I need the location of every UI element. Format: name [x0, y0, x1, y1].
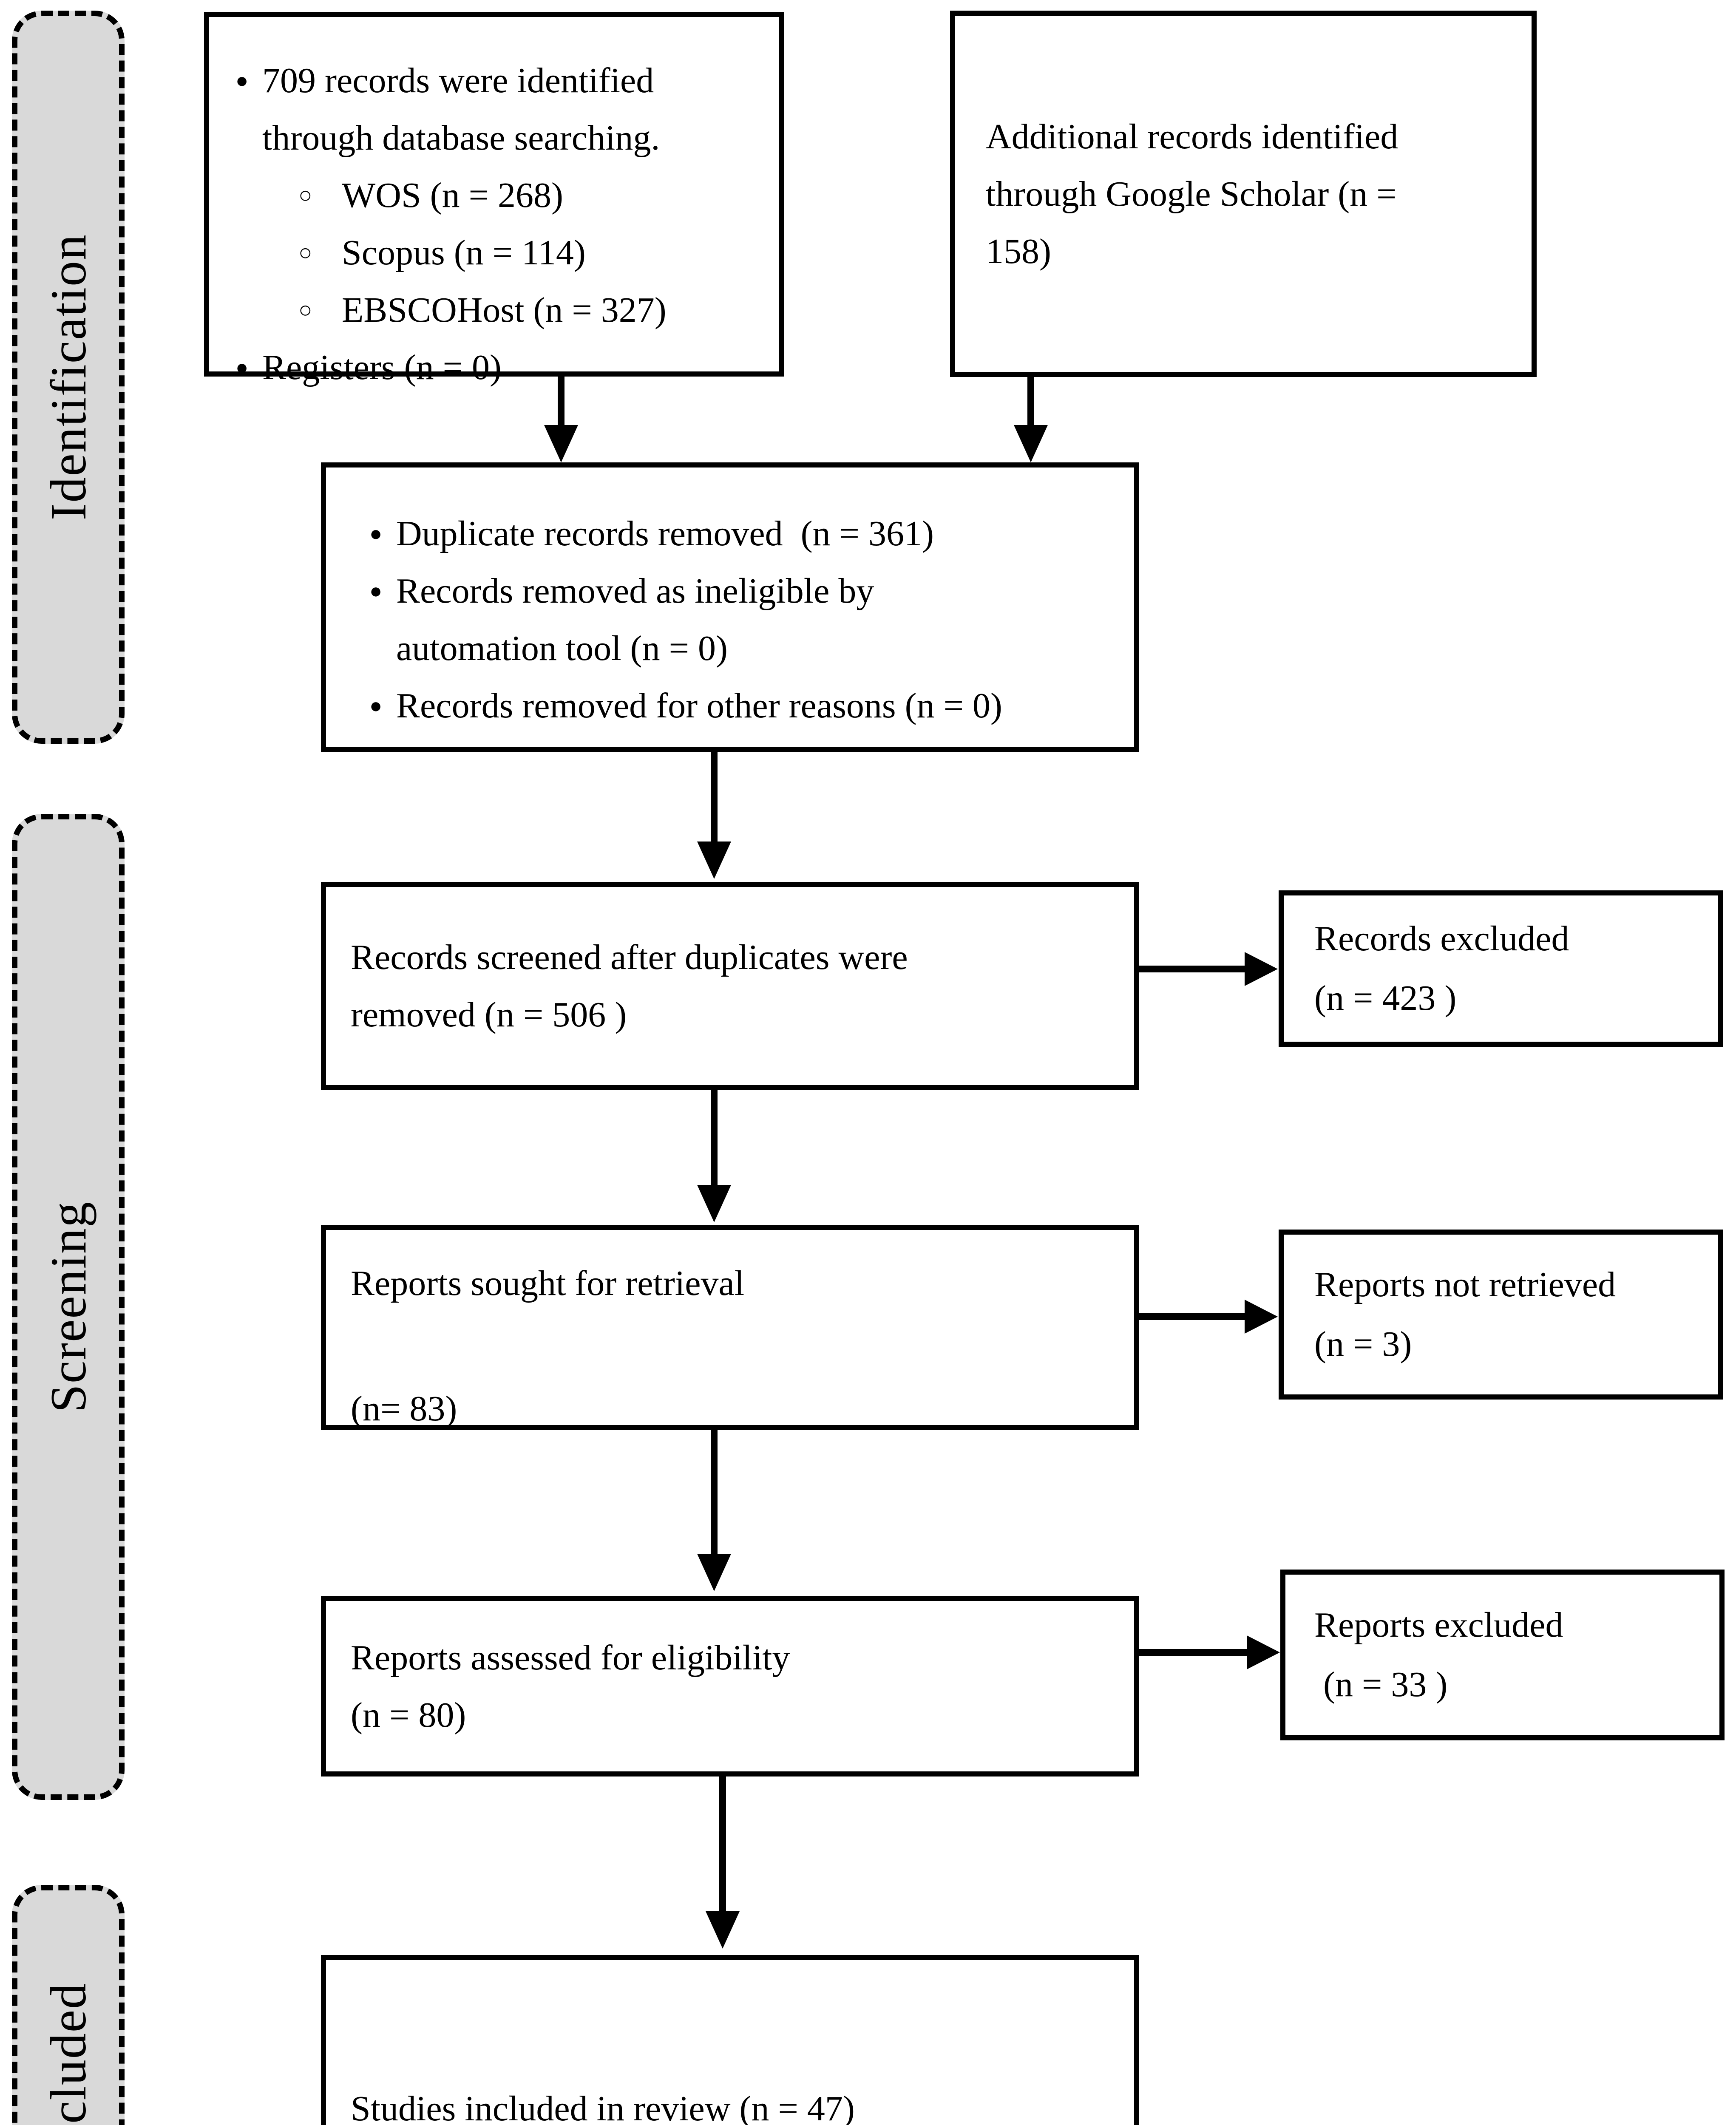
box-text-line: Studies included in review (n = 47) [351, 2088, 855, 2125]
circle-bullet-icon: ○ [298, 297, 312, 323]
arrow-right-icon [1247, 1635, 1280, 1669]
bullet-icon: ● [369, 579, 383, 603]
arrow-identified-to-dedup-shaft [558, 377, 564, 427]
arrow-assessed-to-excluded-shaft [1138, 1649, 1248, 1656]
circle-bullet-icon: ○ [298, 182, 312, 208]
box-google-scholar: Additional records identified through Go… [950, 11, 1537, 377]
bullet-icon: ● [369, 521, 383, 545]
box-records-identified: ● 709 records were identified through da… [204, 12, 784, 387]
bullet-text-line: 709 records were identified [262, 61, 654, 100]
box-text-line: (n = 33 ) [1314, 1665, 1448, 1704]
arrow-sought-to-assessed-shaft [711, 1429, 718, 1555]
sub-bullet-text: Scopus (n = 114) [342, 233, 586, 272]
box-reports-excluded: Reports excluded (n = 33 ) [1280, 1570, 1725, 1740]
box-text-line: through Google Scholar (n = [986, 174, 1397, 214]
sub-bullet-item-ebscohost: ○ EBSCOHost (n = 327) [294, 281, 779, 339]
box-text-line: (n = 423 ) [1314, 978, 1457, 1018]
bullet-text: 709 records were identified through data… [262, 52, 660, 167]
box-text-line: (n = 80) [351, 1695, 466, 1735]
arrow-right-icon [1245, 1300, 1278, 1334]
arrow-google-to-dedup-shaft [1027, 377, 1034, 427]
arrow-screened-to-excluded-shaft [1138, 966, 1245, 972]
bullet-text-line: Records removed as ineligible by [396, 571, 874, 611]
bullet-item-database-searching: ● 709 records were identified through da… [209, 52, 779, 167]
bullet-item-registers: ● Registers (n = 0) [209, 339, 779, 396]
box-reports-assessed: Reports assessed for eligibility (n = 80… [321, 1596, 1139, 1776]
box-text-line: Records screened after duplicates were [351, 938, 908, 977]
arrow-down-icon [544, 425, 578, 462]
box-studies-included: Studies included in review (n = 47) [321, 1955, 1139, 2125]
bullet-text: Records removed for other reasons (n = 0… [396, 686, 1002, 725]
bullet-text: Duplicate records removed (n = 361) [396, 514, 934, 553]
sub-bullet-item-wos: ○ WOS (n = 268) [294, 167, 779, 224]
box-text-line: Reports sought for retrieval [351, 1264, 745, 1303]
box-reports-not-retrieved: Reports not retrieved (n = 3) [1279, 1230, 1723, 1400]
arrow-down-icon [1014, 425, 1048, 462]
stage-screening-label: Screening [40, 1201, 96, 1413]
box-text-line: (n = 3) [1314, 1324, 1412, 1364]
box-text-line: Additional records identified [986, 116, 1398, 156]
arrow-screened-to-sought-shaft [711, 1089, 718, 1186]
box-text-line: Records excluded [1314, 919, 1569, 958]
box-text-line: Reports assessed for eligibility [351, 1638, 790, 1677]
bullet-text: Records removed as ineligible by automat… [396, 562, 874, 677]
bullet-item-automation: ● Records removed as ineligible by autom… [343, 562, 1134, 677]
box-text-line: 158) [986, 231, 1051, 271]
box-records-excluded: Records excluded (n = 423 ) [1279, 890, 1723, 1047]
bullet-icon: ● [369, 694, 383, 717]
bullet-text-line: automation tool (n = 0) [396, 629, 728, 668]
arrow-down-icon [697, 1185, 731, 1222]
arrow-down-icon [697, 1554, 731, 1591]
box-text-line: Reports excluded [1314, 1605, 1563, 1645]
stage-screening: Screening [12, 814, 125, 1800]
stage-included: Included [12, 1885, 125, 2125]
bullet-text: Registers (n = 0) [262, 348, 502, 387]
arrow-dedup-to-screened-shaft [711, 751, 718, 843]
arrow-down-icon [706, 1911, 740, 1949]
stage-included-label: Included [40, 1982, 96, 2125]
box-reports-sought: Reports sought for retrieval (n= 83) [321, 1225, 1139, 1430]
box-duplicates-removed: ● Duplicate records removed (n = 361) ● … [321, 462, 1139, 752]
box-text-line: Reports not retrieved [1314, 1265, 1616, 1304]
arrow-assessed-to-included-shaft [719, 1776, 726, 1912]
bullet-item-duplicates: ● Duplicate records removed (n = 361) [343, 505, 1134, 562]
bullet-icon: ● [235, 68, 249, 92]
sub-bullet-text: WOS (n = 268) [342, 176, 563, 215]
box-text-line: removed (n = 506 ) [351, 995, 627, 1034]
bullet-item-other-reasons: ● Records removed for other reasons (n =… [343, 677, 1134, 734]
arrow-down-icon [697, 842, 731, 879]
sub-bullet-item-scopus: ○ Scopus (n = 114) [294, 224, 779, 281]
bullet-icon: ● [235, 355, 249, 379]
arrow-sought-to-notretrieved-shaft [1138, 1313, 1245, 1320]
box-text-line: (n= 83) [351, 1389, 457, 1428]
stage-identification: Identification [12, 11, 125, 744]
stage-identification-label: Identification [40, 234, 96, 521]
box-records-screened: Records screened after duplicates were r… [321, 882, 1139, 1090]
bullet-text-line: through database searching. [262, 118, 660, 158]
arrow-right-icon [1245, 952, 1278, 986]
sub-bullet-text: EBSCOHost (n = 327) [342, 290, 667, 330]
circle-bullet-icon: ○ [298, 240, 312, 265]
